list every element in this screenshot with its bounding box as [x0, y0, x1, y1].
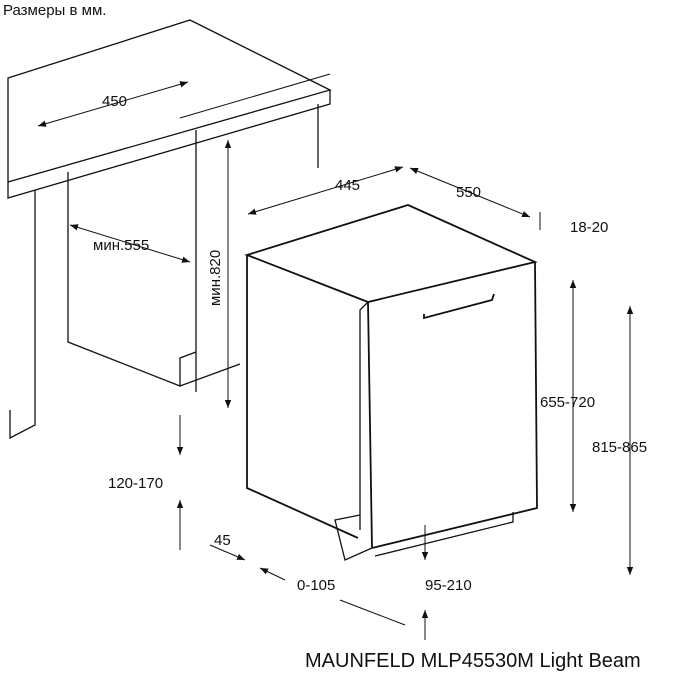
label-plinth-offset: 0-105 [297, 577, 335, 594]
product-caption: MAUNFELD MLP45530M Light Beam [305, 650, 641, 672]
label-plinth-height: 120-170 [108, 475, 163, 492]
door-handle [423, 293, 495, 320]
label-depth-machine: 550 [456, 184, 481, 201]
units-note: Размеры в мм. [3, 2, 107, 19]
label-feet-height: 95-210 [425, 577, 472, 594]
label-depth-niche: мин.555 [93, 237, 149, 254]
cabinet-niche [9, 104, 319, 440]
dishwasher-body [244, 204, 538, 561]
label-plinth-depth: 45 [214, 532, 231, 549]
label-width-machine: 445 [335, 177, 360, 194]
countertop [7, 19, 332, 199]
dimension-lines [37, 81, 634, 640]
label-door-height: 655-720 [540, 394, 595, 411]
label-total-height: 815-865 [592, 439, 647, 456]
label-width-niche: 450 [102, 93, 127, 110]
label-height-niche: мин.820 [207, 250, 224, 306]
label-door-gap: 18-20 [570, 219, 608, 236]
